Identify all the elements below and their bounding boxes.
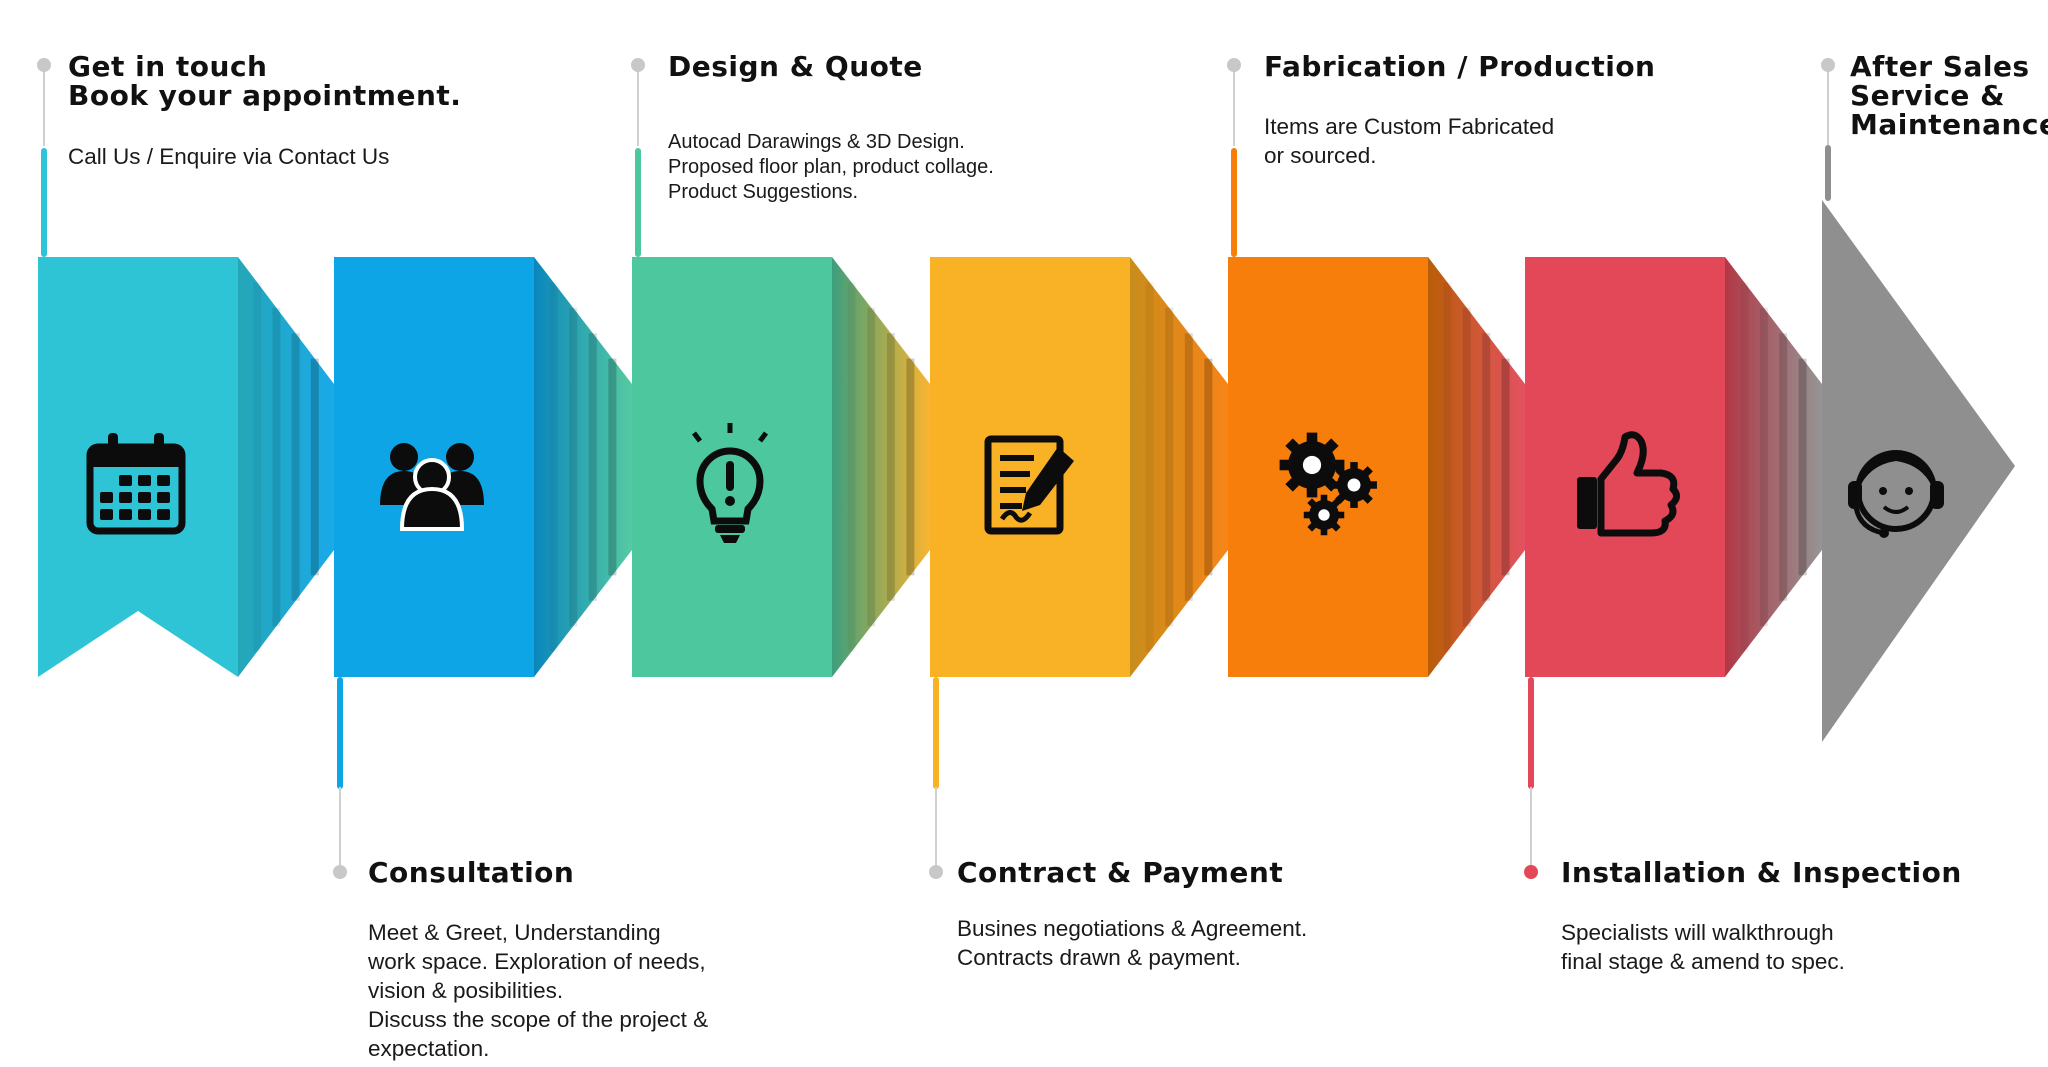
fold-fabrication [1428, 257, 1525, 677]
connector-line [1530, 787, 1532, 869]
stage-description-consultation: Meet & Greet, Understanding work space. … [368, 920, 709, 1061]
stage-title-design-quote: Design & Quote [668, 50, 923, 83]
thumbs-up-icon [1577, 431, 1680, 537]
contract-signing-icon [984, 435, 1074, 535]
connector-line [339, 787, 341, 869]
connector-stem [635, 148, 641, 257]
headset-support-icon [1848, 450, 1944, 538]
stage-description-design-quote: Autocad Darawings & 3D Design. Proposed … [668, 131, 994, 203]
connector-line [43, 66, 45, 146]
connector-dot [1821, 58, 1835, 72]
connector-stem [933, 677, 939, 789]
stage-title-installation: Installation & Inspection [1561, 856, 1962, 889]
fold-get-in-touch [238, 257, 334, 677]
connector-dot [1227, 58, 1241, 72]
stage-description-contract-payment: Busines negotiations & Agreement. Contra… [957, 916, 1308, 970]
connector-stem [1825, 145, 1831, 201]
fold-consultation [534, 257, 632, 677]
connector-stem [41, 148, 47, 257]
calendar-icon [86, 433, 186, 535]
fold-installation [1725, 257, 1822, 677]
stage-title-fabrication: Fabrication / Production [1264, 50, 1656, 83]
stage-title-contract-payment: Contract & Payment [957, 856, 1284, 889]
connector-dot [631, 58, 645, 72]
connector-stem [1231, 148, 1237, 257]
connector-dot [333, 865, 347, 879]
connector-line [1233, 66, 1235, 146]
stage-title-get-in-touch: Get in touch Book your appointment. [68, 50, 462, 112]
connector-stem [1528, 677, 1534, 789]
panel-after-sales [1822, 200, 2015, 742]
connector-line [1827, 66, 1829, 146]
connector-dot [1524, 865, 1538, 879]
stage-description-installation: Specialists will walkthrough final stage… [1561, 920, 1845, 974]
stage-title-consultation: Consultation [368, 856, 575, 889]
fold-contract-payment [1130, 257, 1228, 677]
panel-installation [1525, 257, 1725, 677]
panel-contract-payment [930, 257, 1130, 677]
users-group-icon [380, 443, 484, 531]
gears-icon [1279, 432, 1377, 536]
lightbulb-icon [692, 423, 768, 543]
stage-description-fabrication: Items are Custom Fabricated or sourced. [1264, 114, 1555, 168]
connector-dot [929, 865, 943, 879]
fold-design-quote [832, 257, 930, 677]
stage-description-get-in-touch: Call Us / Enquire via Contact Us [68, 144, 390, 169]
connector-dot [37, 58, 51, 72]
connector-line [637, 66, 639, 146]
connector-stem [337, 677, 343, 789]
stage-title-after-sales: After Sales Service & Maintenance [1850, 50, 2048, 141]
connector-line [935, 787, 937, 869]
